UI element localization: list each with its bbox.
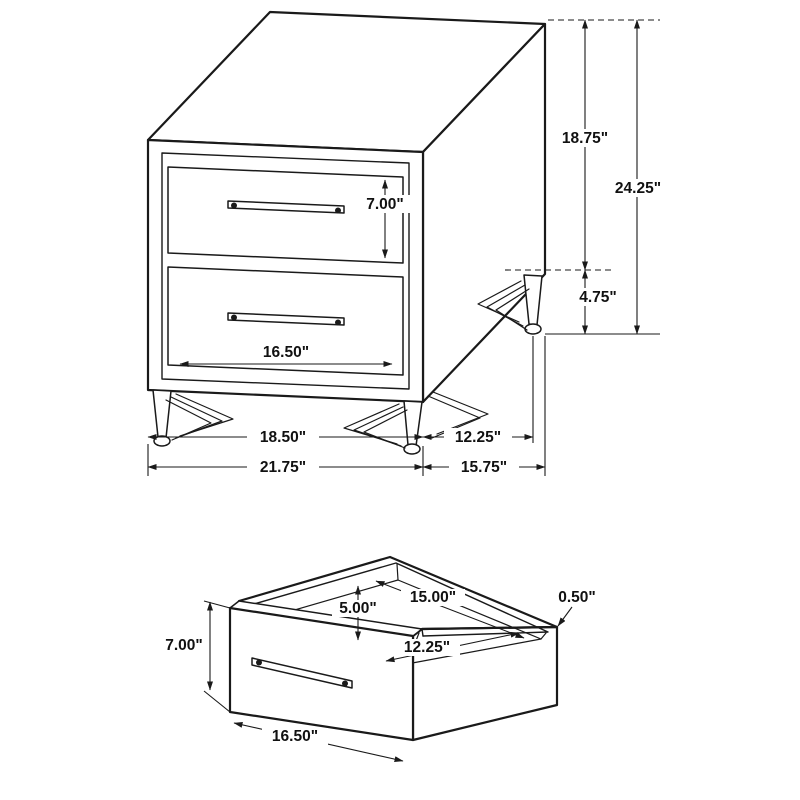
nightstand-diagram: 7.00" 16.50" 18.50" 12.25" 21.75" 15.75"… (146, 10, 668, 476)
dim-front-width: 16.50" (272, 728, 318, 745)
dim-interior-width: 15.00" (410, 589, 456, 606)
label-bg (394, 639, 460, 656)
dim-wall-thickness: 0.50" (558, 589, 596, 606)
rim-endcap-right (421, 628, 424, 637)
label-bg (332, 600, 384, 617)
label-bg (444, 428, 512, 446)
dim-drawer-front-height: 7.00" (366, 196, 404, 213)
dim-case-height: 18.75" (562, 130, 608, 147)
dim-interior-height: 5.00" (339, 600, 377, 617)
label-bg (357, 195, 413, 213)
dim-side-leg-span: 12.25" (455, 429, 501, 446)
label-bg (449, 458, 519, 476)
top-drawer-front (167, 166, 404, 264)
bottom-drawer-handle (227, 312, 345, 326)
ext-front-bottom (203, 690, 231, 713)
dim-front-height: 7.00" (165, 637, 203, 654)
dim-overall-height: 24.25" (615, 180, 661, 197)
front-inner-frame (161, 152, 410, 390)
dim-drawer-front-width: 16.50" (263, 344, 309, 361)
label-bg (247, 458, 319, 476)
label-bg (608, 179, 668, 197)
interior-corner (540, 632, 547, 640)
dim-leg-height: 4.75" (579, 289, 617, 306)
back-right-leg (477, 274, 543, 335)
interior-corner (396, 563, 399, 581)
dim-line-interior-width (375, 580, 525, 639)
label-bg (401, 589, 465, 606)
drawer-diagram: 5.00" 15.00" 0.50" 12.25" 7.00" 16.50" (165, 555, 596, 763)
top-drawer-handle (227, 200, 345, 214)
dim-line-wall-thickness (557, 606, 573, 627)
dim-overall-width: 21.75" (260, 459, 306, 476)
front-left-leg (152, 389, 234, 447)
ext-front-top (203, 600, 231, 609)
label-bg (572, 288, 624, 306)
dim-overall-depth: 15.75" (461, 459, 507, 476)
dim-interior-depth: 12.25" (404, 639, 450, 656)
label-bg (247, 428, 319, 446)
drawer-handle (251, 657, 353, 689)
dim-front-leg-span: 18.50" (260, 429, 306, 446)
label-bg (556, 129, 614, 147)
label-bg (262, 728, 328, 745)
